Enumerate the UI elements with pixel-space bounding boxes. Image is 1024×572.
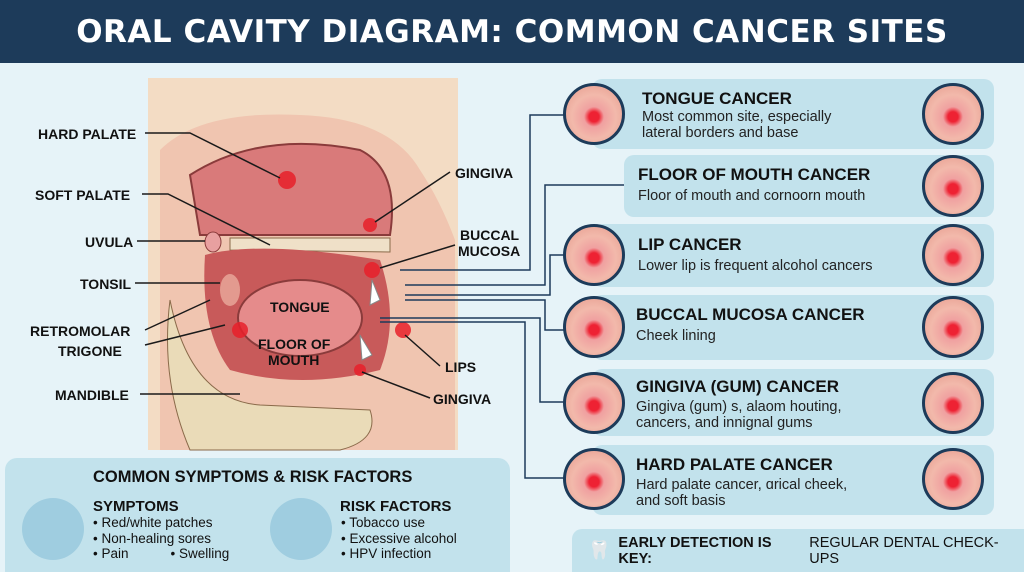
card-desc-2: cancers, and innignal gums [636,415,813,431]
label-mandible: MANDIBLE [55,387,129,403]
symptom-item: • Red/white patches [93,515,213,530]
label-soft-palate: SOFT PALATE [35,187,131,203]
card-desc-1: Most common site, especially [642,109,832,125]
uvula-shape [204,231,222,253]
mandible-bone [167,299,373,451]
palate-lesion-icon [563,448,625,510]
card-title: HARD PALATE CANCER [636,455,833,474]
teeth-icon [922,372,984,434]
risk-item: • Tobacco use [341,515,426,530]
card-title: LIP CANCER [638,235,742,254]
leader-lines [135,132,456,399]
card-desc-2: lateral borders and base [642,125,799,141]
label-uvula: UVULA [85,234,134,250]
tongue-closeup-icon [922,83,984,145]
symptoms-risk-panel: COMMON SYMPTOMS & RISK FACTORS SYMPTOMS … [5,458,510,572]
label-mouth: MOUTH [268,352,320,368]
label-retromolar: RETROMOLAR [30,323,131,339]
risk-factors-list: • Tobacco use • Excessive alcohol • HPV … [341,515,457,562]
lesion-markers [232,171,411,376]
label-lips: LIPS [445,359,477,375]
early-detection-banner: 🦷 EARLY DETECTION IS KEY: REGULAR DENTAL… [572,529,1024,572]
card-title: BUCCAL MUCOSA CANCER [636,305,865,324]
card-title: TONGUE CANCER [642,89,792,108]
symptom-item: • Pain• Swelling [93,546,230,561]
label-gingiva-bottom: GINGIVA [433,391,492,407]
tonsil-shape [220,274,240,306]
panel-title: COMMON SYMPTOMS & RISK FACTORS [93,468,413,486]
label-trigone: TRIGONE [58,343,122,359]
label-floor-of: FLOOR OF [258,336,331,352]
lip-icon [563,224,625,286]
card-hard-palate-cancer: HARD PALATE CANCER Hard palate cancer, ɑ… [592,445,994,515]
label-buccal: BUCCAL [460,227,520,243]
card-desc-1: Cheek lining [636,328,716,344]
label-tongue: TONGUE [270,299,330,315]
card-desc-1: Gingiva (gum) s, alaom houting, [636,399,842,415]
risk-factors-title: RISK FACTORS [340,498,452,515]
symptoms-title: SYMPTOMS [93,498,179,515]
label-gingiva-top: GINGIVA [455,165,514,181]
gum-lesion-icon [563,372,625,434]
symptom-item: • Non-healing sores [93,530,212,546]
connector-lines [380,114,625,479]
hard-palate [229,237,391,253]
buccal-icon [563,296,625,358]
lip-lesion-icon [922,224,984,286]
alcohol-tobacco-icon [270,498,332,560]
tooth-icon: 🦷 [588,540,611,560]
symptoms-list: • Red/white patches • Non-healing sores … [93,515,229,562]
buccal-lesion-icon [922,296,984,358]
card-title: GINGIVA (GUM) CANCER [636,377,840,396]
tongue-lesion-icon [563,83,625,145]
risk-item: • HPV infection [341,546,432,561]
footer-text: REGULAR DENTAL CHECK-UPS [809,534,999,567]
page-title: ORAL CAVITY DIAGRAM: COMMON CANCER SITES [0,0,1024,63]
card-desc-1: Hard palate cancer, ɑrical cheek, [636,477,848,493]
symptoms-icon [22,498,84,560]
tongue-shape [237,279,363,357]
floor-of-mouth-icon [922,155,984,217]
card-desc-1: Lower lip is frequent alcohol cancers [638,258,873,274]
card-desc-1: Floor of mouth and cornoorn mouth [638,188,866,204]
card-desc-2: and soft basis [636,493,726,509]
card-title: FLOOR OF MOUTH CANCER [638,165,871,184]
palate-arch-icon [922,448,984,510]
footer-bold: EARLY DETECTION IS KEY: [618,534,772,567]
label-mucosa: MUCOSA [458,243,521,259]
label-tonsil: TONSIL [80,276,132,292]
label-hard-palate: HARD PALATE [38,126,137,142]
risk-item: • Excessive alcohol [341,530,457,546]
teeth [359,279,381,361]
